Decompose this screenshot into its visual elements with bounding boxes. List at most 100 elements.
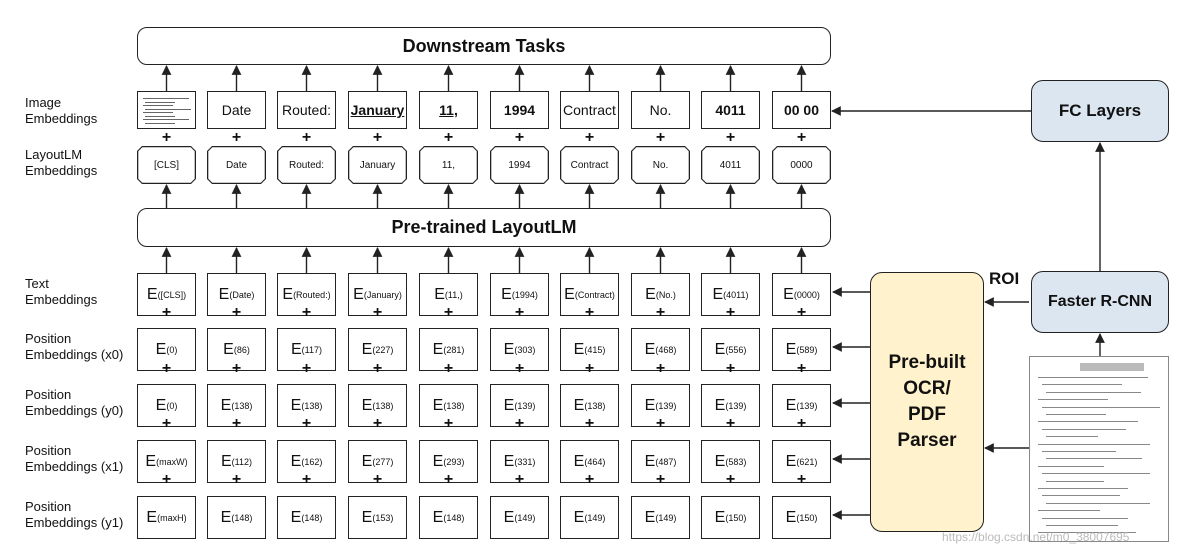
thumbnail-line [142,105,173,106]
thumbnail-line [144,108,191,110]
plus-sign: + [443,360,454,377]
plus-sign: + [796,360,807,377]
plus-sign: + [725,129,736,146]
document-text-line [1038,510,1100,512]
embedding-subscript: (11,) [444,289,463,300]
row-label-line: Text [25,276,49,291]
x0-embedding-cell: E(86) [207,328,266,371]
embedding-subscript: (148) [443,512,465,523]
plus-sign: + [514,304,525,321]
text-embedding-cell: E(Contract) [560,273,619,316]
embedding-subscript: (150) [796,512,818,523]
plus-sign: + [796,471,807,488]
document-text-line [1038,443,1150,445]
embedding-subscript: (621) [796,456,818,467]
embedding-subscript: (138) [231,400,253,411]
document-header-block [1080,363,1144,371]
embedding-subscript: (293) [443,456,465,467]
embedding-subscript: (0) [166,400,178,411]
roi-label: ROI [989,269,1020,288]
embedding-subscript: (Contract) [574,289,615,300]
embedding-subscript: (162) [301,456,323,467]
plus-sign: + [584,304,595,321]
embedding-symbol: E [146,508,158,526]
y0-embedding-cell: E(139) [701,384,760,427]
row-label-line: Position [25,499,72,514]
plus-sign: + [443,415,454,432]
embedding-subscript: (281) [443,344,465,355]
plus-sign: + [655,415,666,432]
layoutlm-embedding-cell: 0000 [772,146,831,184]
embedding-subscript: (Routed:) [293,289,331,300]
embedding-subscript: (556) [725,344,747,355]
x1-embedding-cell: E(464) [560,440,619,483]
plus-sign: + [301,471,312,488]
embedding-subscript: (No.) [655,289,676,300]
embedding-subscript: (138) [372,400,394,411]
embedding-subscript: (149) [514,512,536,523]
x1-embedding-cell: E(487) [631,440,690,483]
plus-sign: + [161,415,172,432]
embedding-symbol: E [714,396,726,414]
embedding-subscript: (468) [655,344,677,355]
document-text-line [1038,421,1138,423]
embedding-subscript: (139) [725,400,747,411]
embedding-subscript: (149) [584,512,606,523]
x0-embedding-cell: E(589) [772,328,831,371]
layoutlm-token-text: No. [632,147,688,182]
x1-embedding-cell: E(583) [701,440,760,483]
layoutlm-token-text: 11, [420,147,476,182]
document-text-line [1046,502,1150,504]
y1-embedding-cell: E(149) [490,496,549,539]
document-text-line [1046,391,1141,393]
image-embedding-cell: Date [207,91,266,129]
y1-embedding-cell: E(153) [348,496,407,539]
document-text-line [1046,458,1142,460]
document-text-line [1038,399,1108,401]
image-embedding-cell: January [348,91,407,129]
embedding-symbol: E [145,452,157,470]
layoutlm-embedding-cell: Routed: [277,146,336,184]
embedding-symbol: E [290,508,302,526]
plus-sign: + [161,129,172,146]
faster-rcnn-box: Faster R-CNN [1031,271,1169,333]
layoutlm-token-text: January [349,147,405,182]
embedding-subscript: (0) [166,344,178,355]
thumbnail-line [142,119,189,120]
plus-sign: + [796,129,807,146]
plus-sign: + [514,129,525,146]
row-label-line: Embeddings (y0) [25,403,124,418]
embedding-symbol: E [223,340,234,358]
plus-sign: + [655,360,666,377]
row-label-line: LayoutLM [25,147,83,162]
thumbnail-line [144,115,175,117]
embedding-symbol: E [353,285,364,303]
embedding-symbol: E [220,508,232,526]
x0-embedding-cell: E(303) [490,328,549,371]
document-text-line [1042,473,1150,475]
document-thumbnail [141,95,193,125]
plus-sign: + [443,304,454,321]
embedding-symbol: E [785,340,797,358]
embedding-symbol: E [290,452,302,470]
image-embedding-cell: 4011 [701,91,760,129]
plus-sign: + [372,304,383,321]
text-embedding-cell: E([CLS]) [137,273,196,316]
embedding-subscript: (153) [372,512,394,523]
parser-label-line: Parser [897,430,957,451]
x1-embedding-cell: E(112) [207,440,266,483]
document-text-line [1038,488,1128,489]
embedding-symbol: E [155,396,167,414]
embedding-subscript: (138) [584,400,606,411]
plus-sign: + [514,415,525,432]
plus-sign: + [584,471,595,488]
y0-embedding-cell: E(0) [137,384,196,427]
embedding-subscript: (464) [584,456,606,467]
layoutlm-embedding-cell: 1994 [490,146,549,184]
y0-embedding-cell: E(138) [419,384,478,427]
